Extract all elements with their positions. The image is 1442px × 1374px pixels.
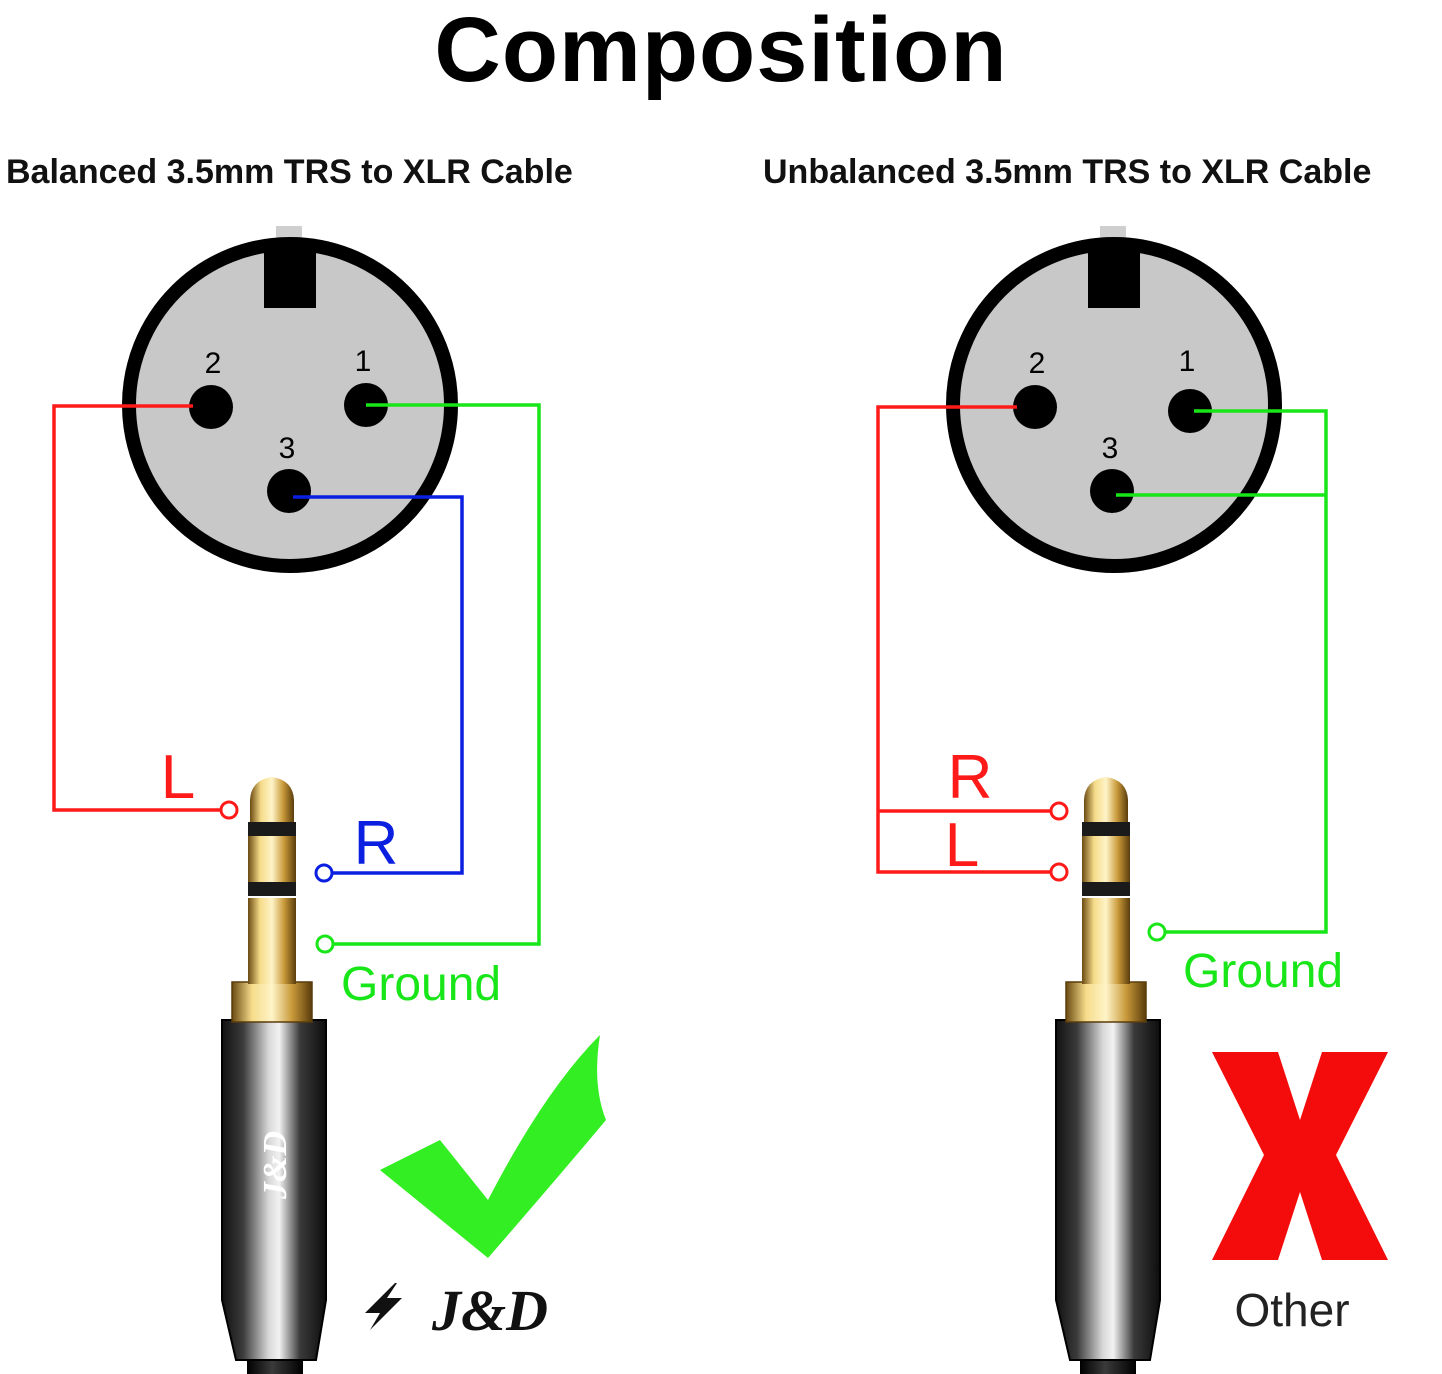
balanced-trs-plug: J&D: [221, 777, 327, 1374]
terminal-left: [219, 800, 239, 820]
balanced-xlr-connector: 2 1 3: [122, 226, 458, 573]
terminal-ground: [1147, 922, 1167, 942]
plug-insulator-1: [1082, 822, 1130, 836]
wire-red-left: [52, 404, 220, 812]
terminal-right: [314, 863, 334, 883]
plug-ring: [1082, 836, 1130, 882]
plug-insulator-2: [1082, 882, 1130, 896]
housing-brand-mark: J&D: [257, 1131, 294, 1200]
terminal-ground: [315, 934, 335, 954]
xlr-pin-3-label: 3: [279, 432, 296, 465]
label-ground: Ground: [1183, 945, 1343, 998]
plug-insulator-2: [248, 882, 296, 896]
xlr-key-notch: [1088, 241, 1140, 308]
verdict-label-other: Other: [1234, 1284, 1349, 1336]
xlr-pin-2: [1013, 385, 1057, 429]
plug-housing: [221, 1019, 327, 1361]
unbalanced-panel-title: Unbalanced 3.5mm TRS to XLR Cable: [763, 153, 1372, 191]
unbalanced-wires: [876, 405, 1328, 942]
xlr-pin-1-label: 1: [355, 345, 372, 378]
housing-brand-text: J&D: [257, 1131, 294, 1200]
xlr-pin-2: [189, 385, 233, 429]
plug-housing: [1055, 1019, 1161, 1361]
xlr-pin-3-label: 3: [1102, 432, 1119, 465]
xlr-key-notch: [264, 241, 316, 308]
plug-sleeve: [1082, 898, 1130, 984]
plug-ring: [248, 836, 296, 882]
page-title: Composition: [434, 0, 1008, 101]
jd-logo-text: J&D: [431, 1278, 548, 1343]
wire-blue-right: [293, 495, 464, 875]
label-R: R: [948, 743, 993, 812]
unbalanced-xlr-connector: 2 1 3: [946, 226, 1282, 573]
jd-logo: J&D: [365, 1278, 548, 1343]
balanced-panel-title: Balanced 3.5mm TRS to XLR Cable: [6, 153, 573, 191]
check-mark-icon: [380, 1035, 606, 1258]
label-R: R: [354, 809, 399, 878]
xlr-pin-1: [1168, 389, 1212, 433]
xlr-pin-2-label: 2: [1029, 347, 1046, 380]
xlr-pin-3: [1090, 469, 1134, 513]
cross-mark-icon: [1212, 1052, 1388, 1260]
xlr-pin-1-label: 1: [1179, 345, 1196, 378]
terminal-right: [1049, 801, 1069, 821]
wire-green-ground: [334, 403, 541, 946]
plug-sleeve: [248, 898, 296, 984]
xlr-pin-3: [267, 469, 311, 513]
balanced-wires: [52, 403, 541, 954]
terminal-left: [1049, 862, 1069, 882]
plug-collar: [1065, 981, 1147, 1023]
label-L: L: [945, 811, 979, 880]
wire-green-ground: [1166, 409, 1328, 934]
wire-red-left: [876, 405, 1050, 874]
unbalanced-trs-plug: [1055, 777, 1161, 1374]
plug-collar: [231, 981, 313, 1023]
plug-tip: [250, 777, 294, 822]
label-ground: Ground: [341, 958, 501, 1011]
xlr-pin-2-label: 2: [205, 347, 222, 380]
plug-insulator-1: [248, 822, 296, 836]
label-L: L: [161, 743, 195, 812]
lightning-icon: [365, 1283, 402, 1330]
plug-tip: [1084, 777, 1128, 822]
